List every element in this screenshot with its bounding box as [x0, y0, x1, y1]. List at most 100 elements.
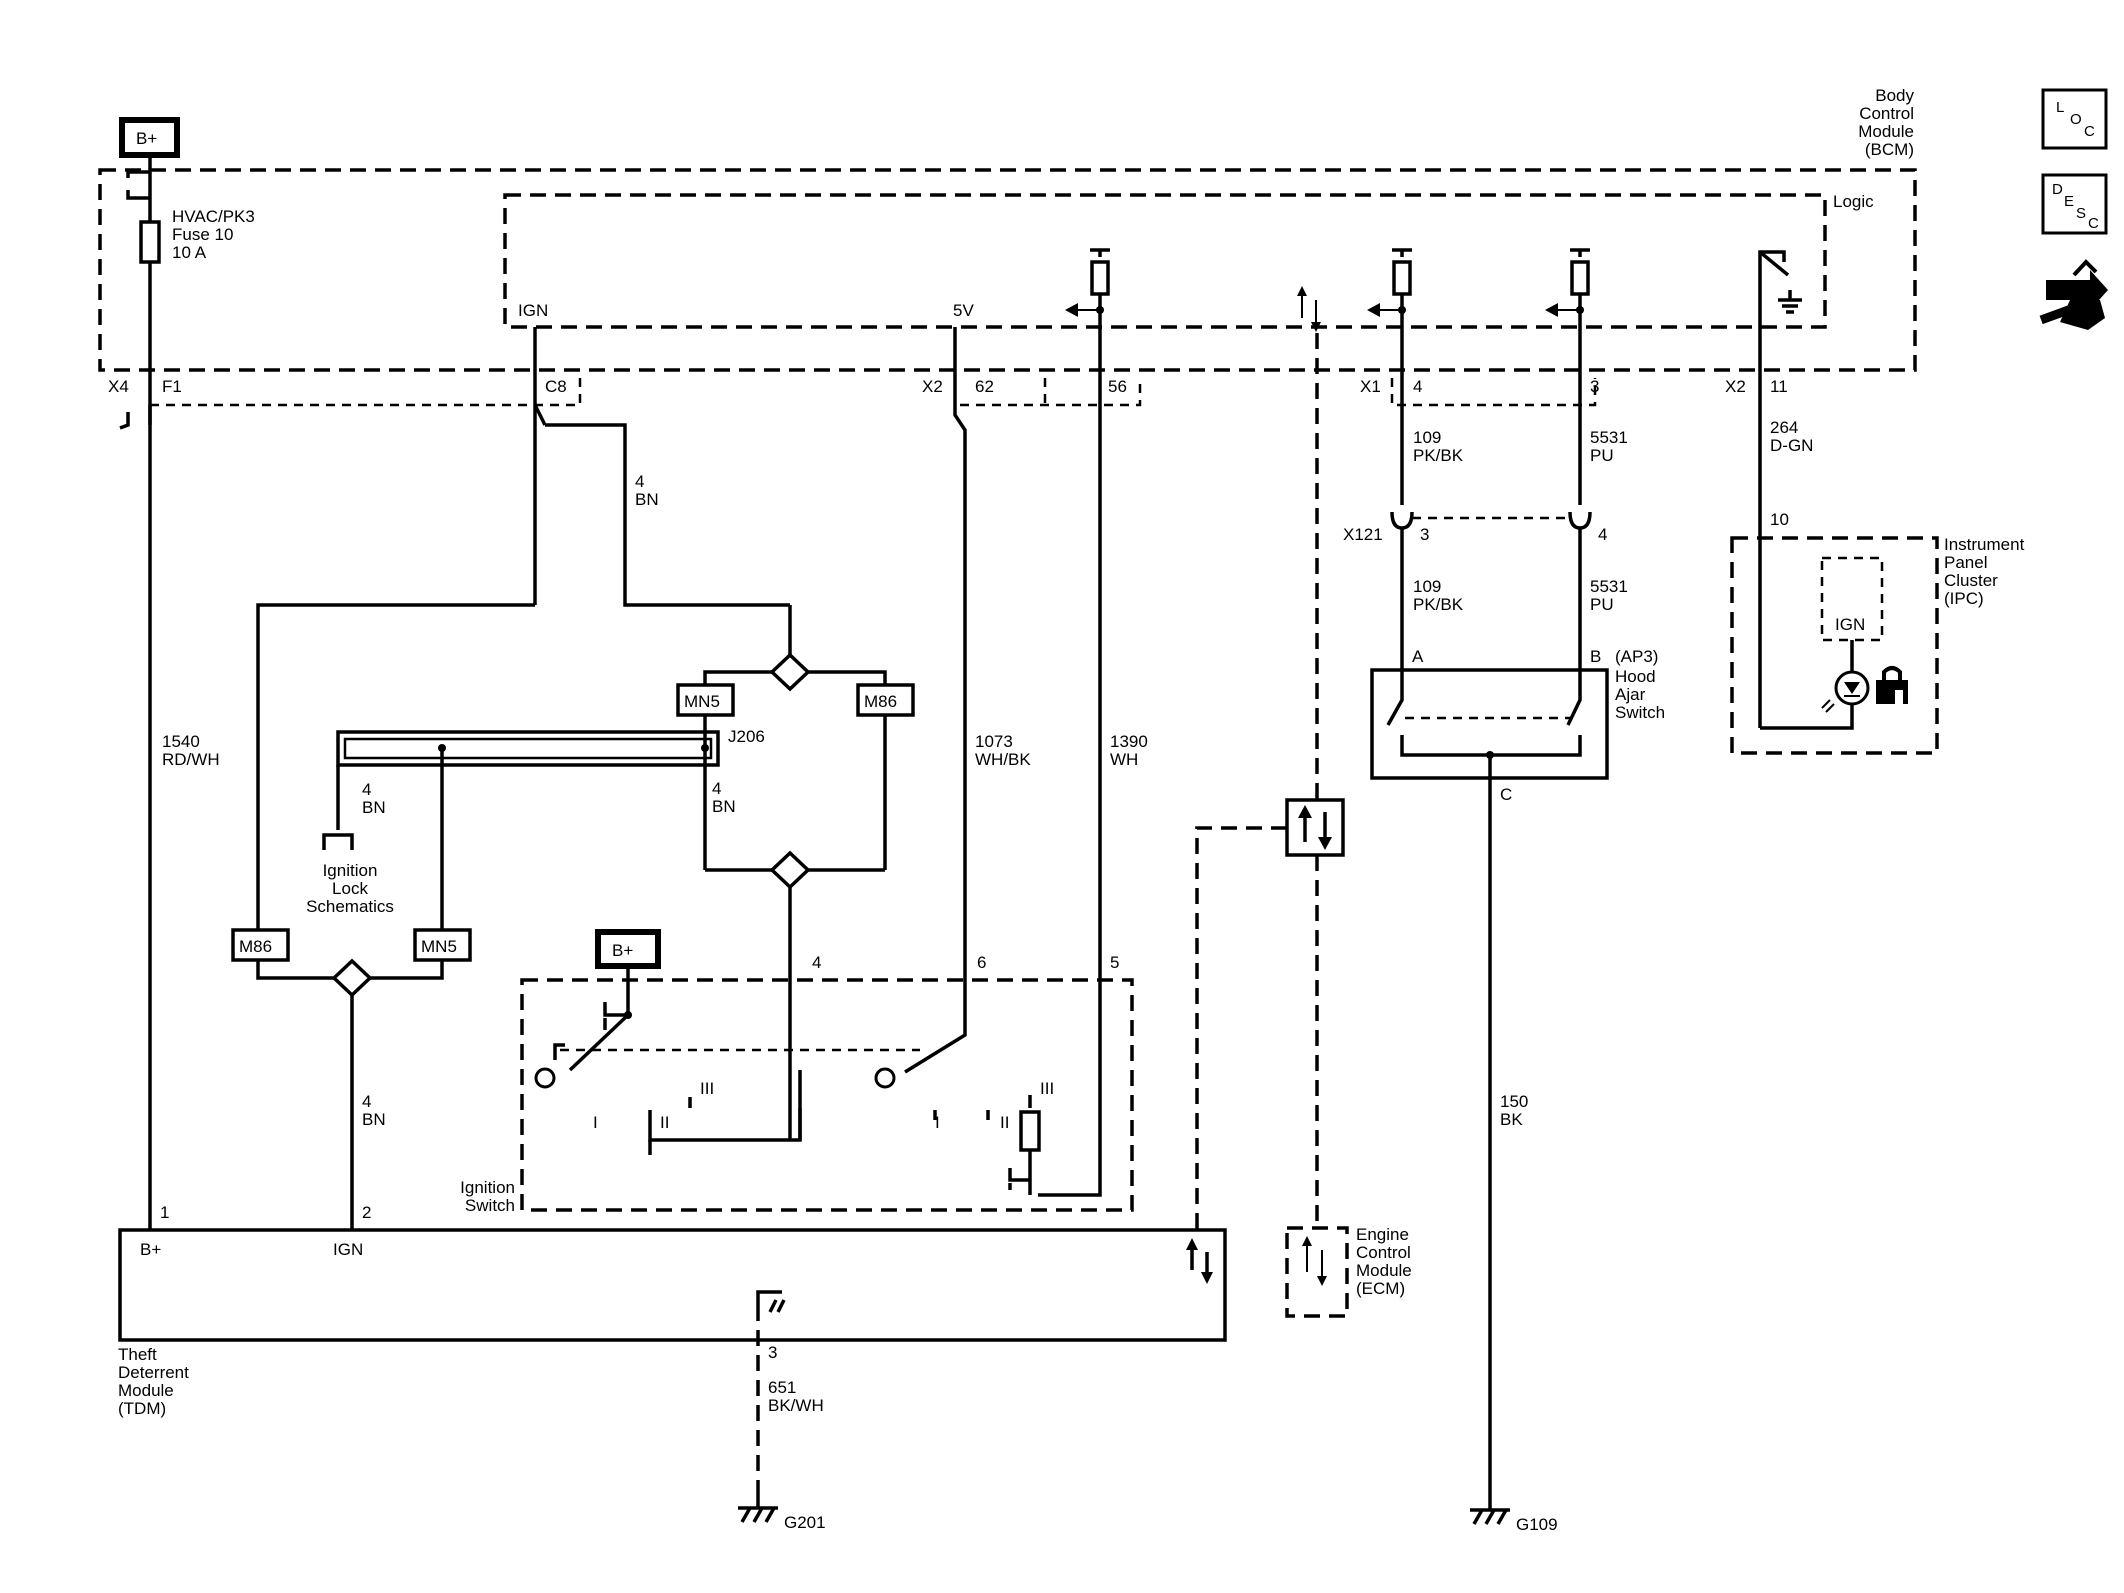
- tdm-pin-2: 2: [362, 1203, 371, 1222]
- wire-4bn-b-color: BN: [712, 797, 736, 816]
- ipc-label-2: Panel: [1944, 553, 1987, 572]
- ground-g109: G109: [1470, 1480, 1558, 1534]
- wire-651-color: BK/WH: [768, 1396, 824, 1415]
- ignition-lock-label-3: Schematics: [306, 897, 394, 916]
- switch-pin-6: 6: [977, 953, 986, 972]
- ignition-switch-label-1: Ignition: [460, 1178, 515, 1197]
- hood-pin-b: B: [1590, 647, 1601, 666]
- wire-651-num: 651: [768, 1378, 796, 1397]
- location-view-button[interactable]: L O C: [2041, 88, 2108, 150]
- tdm-label-2: Deterrent: [118, 1363, 189, 1382]
- diamond-splice-top: [769, 652, 811, 692]
- bcm-label-1: Body: [1875, 86, 1914, 105]
- wire-1540-num: 1540: [162, 732, 200, 751]
- svg-text:S: S: [2076, 205, 2086, 222]
- tdm-bplus: B+: [140, 1240, 161, 1259]
- pos-ii-a: II: [660, 1113, 669, 1132]
- pin56-label: 56: [1108, 377, 1127, 396]
- hood-label-3: Switch: [1615, 703, 1665, 722]
- svg-text:E: E: [2064, 193, 2074, 210]
- connector-tool-icon[interactable]: [2039, 259, 2108, 330]
- logic-label: Logic: [1833, 192, 1874, 211]
- ecm-label-4: (ECM): [1356, 1279, 1405, 1298]
- data-link-icon: [1186, 1238, 1213, 1284]
- x2b-label: X2: [1725, 377, 1746, 396]
- wire-5531a-color: PU: [1590, 446, 1614, 465]
- pos-iii-a: III: [700, 1079, 714, 1098]
- ipc-label-3: Cluster: [1944, 571, 1998, 590]
- wire-5531a-num: 5531: [1590, 428, 1628, 447]
- switch-pin-4: 4: [812, 953, 821, 972]
- svg-text:C: C: [2088, 215, 2099, 232]
- ignition-lock-label-1: Ignition: [323, 861, 378, 880]
- diamond-splice-bottom: [769, 850, 811, 890]
- ipc-pin10: 10: [1770, 510, 1789, 529]
- mn5-splice-a: [676, 683, 735, 717]
- bcm-module: Body Control Module (BCM): [98, 86, 1917, 372]
- wire-1073-num: 1073: [975, 732, 1013, 751]
- tdm-label-1: Theft: [118, 1345, 157, 1364]
- switch-pin-5: 5: [1110, 953, 1119, 972]
- x1-pin4-label: 4: [1413, 377, 1422, 396]
- serial-data-gateway-icon: [1285, 798, 1345, 857]
- svg-text:B+: B+: [612, 941, 633, 960]
- fuse-symbol: [139, 220, 161, 264]
- bcm-ign-input: IGN: [518, 301, 548, 320]
- pos-iii-b: III: [1040, 1079, 1054, 1098]
- wire-5531b-num: 5531: [1590, 577, 1628, 596]
- svg-text:L: L: [2056, 99, 2064, 116]
- pullup-resistor-x1-4: [1392, 260, 1412, 296]
- wire-109a-num: 109: [1413, 428, 1441, 447]
- pin62-label: 62: [975, 377, 994, 396]
- ecm-label-3: Module: [1356, 1261, 1412, 1280]
- splice-network-upper: MN5 M86 4 BN: [676, 605, 915, 1128]
- tdm-ign: IGN: [333, 1240, 363, 1259]
- svg-text:G201: G201: [784, 1513, 826, 1532]
- bplus-source-top: B+: [119, 117, 180, 158]
- hood-ap3: (AP3): [1615, 647, 1658, 666]
- wire-264-color: D-GN: [1770, 436, 1813, 455]
- x121-label: X121: [1343, 525, 1383, 544]
- bplus-label: B+: [136, 129, 157, 148]
- wire-5531b-color: PU: [1590, 595, 1614, 614]
- svg-text:O: O: [2070, 111, 2082, 128]
- hood-label-2: Ajar: [1615, 685, 1646, 704]
- description-view-button[interactable]: D E S C: [2041, 173, 2108, 235]
- j206-splice-pack: J206 4 BN Ignition Lock Schematics: [306, 727, 765, 945]
- fuse-circuit: HVAC/PK3 Fuse 10 10 A: [126, 155, 255, 1230]
- wire-4bn-a-num: 4: [635, 472, 644, 491]
- ground-g201: G201: [738, 1480, 826, 1532]
- connector-x2-62-56: X2 62 56 1073 WH/BK 1390 WH: [904, 248, 1148, 1197]
- connector-x4-c8: X4 F1 C8: [108, 377, 582, 430]
- hood-ajar-switch: A B (AP3) Hood Ajar Switch C 150 BK: [1370, 647, 1665, 1480]
- wire-4bn-c-color: BN: [362, 798, 386, 817]
- ipc-circuit: X2 11 264 D-GN 10 IGN Instrument Panel C…: [1725, 250, 2025, 755]
- fuse-rating: 10 A: [172, 243, 207, 262]
- svg-text:MN5: MN5: [421, 937, 457, 956]
- m86-splice-b: [231, 928, 290, 962]
- bcm-logic-block: Logic IGN 5V: [503, 192, 1874, 329]
- svg-text:MN5: MN5: [684, 692, 720, 711]
- wire-4bn-a-color: BN: [635, 490, 659, 509]
- mn5-splice-b: [413, 928, 472, 962]
- theft-deterrent-module: 1 2 B+ IGN 3 651 BK/WH Theft Deterrent M…: [118, 1203, 1227, 1480]
- wire-4bn-d-num: 4: [362, 1092, 371, 1111]
- svg-text:G109: G109: [1516, 1515, 1558, 1534]
- pullup-resistor-x1-3: [1570, 260, 1590, 296]
- switch-resistor: [1019, 1110, 1041, 1152]
- bcm-label-4: (BCM): [1865, 140, 1914, 159]
- wire-1390-color: WH: [1110, 750, 1138, 769]
- ipc-label-1: Instrument: [1944, 535, 2025, 554]
- wire-264-num: 264: [1770, 418, 1798, 437]
- pos-i-b: I: [935, 1113, 940, 1132]
- wire-4bn-b-num: 4: [712, 779, 721, 798]
- bcm-label-2: Control: [1859, 104, 1914, 123]
- ipc-label-4: (IPC): [1944, 589, 1984, 608]
- c8-label: C8: [545, 377, 567, 396]
- splice-network-lower: M86 MN5 4 BN: [231, 928, 472, 1230]
- f1-label: F1: [162, 377, 182, 396]
- ign-wiring: 4 BN: [256, 327, 790, 930]
- x2a-label: X2: [922, 377, 943, 396]
- ignition-switch-label-2: Switch: [465, 1196, 515, 1215]
